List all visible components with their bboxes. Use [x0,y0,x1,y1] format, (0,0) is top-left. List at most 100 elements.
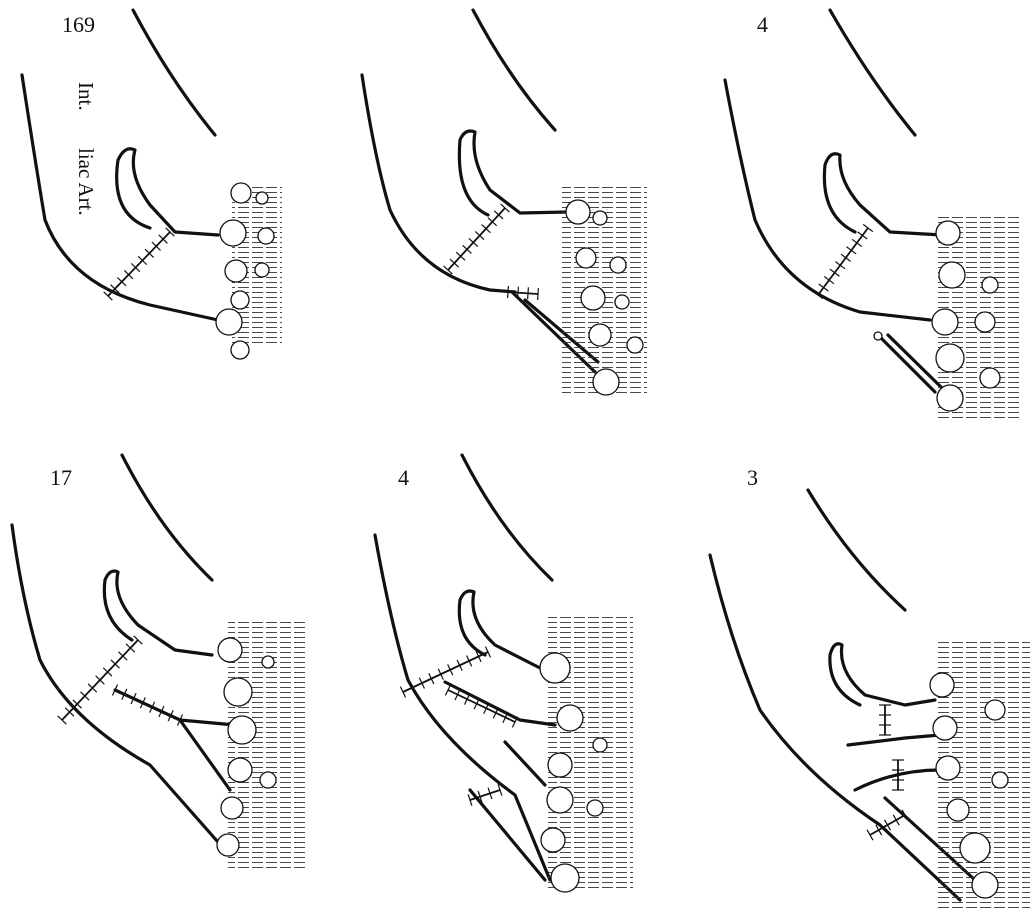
ligature-knot [874,332,882,340]
anastomosis-suture-stitch [841,254,851,261]
lymph-node [937,385,963,411]
lymph-node [992,772,1008,788]
lymph-node [939,262,965,288]
pelvic-wall-line [462,455,552,580]
pelvic-wall-line [133,10,215,135]
ligated-vessel [878,335,942,392]
lymph-node [589,324,611,346]
lymph-node [225,260,247,282]
lymph-node [936,756,960,780]
panel-5-sketch [375,455,633,892]
lymph-node [557,705,583,731]
branch-vessels [115,690,235,790]
lymph-node [548,753,572,777]
lymph-node [258,228,274,244]
lymph-node [593,211,607,225]
anastomosis-suture-stitch [852,239,862,246]
lymph-node [231,341,249,359]
anastomosis-suture-line [108,232,170,296]
anastomosis-suture-line [448,208,505,270]
lymph-node [231,291,249,309]
external-iliac-artery [710,555,960,900]
lymph-node [541,828,565,852]
suture-c-stitch [893,815,899,825]
lymph-node [615,295,629,309]
graft-suture-stitch [508,286,509,298]
anastomosis-suture-stitch [824,277,834,284]
lymph-node [975,312,995,332]
external-iliac-artery [375,535,550,880]
lymph-node [224,678,252,706]
lymph-node [566,200,590,224]
lymph-node [540,653,570,683]
panel-6-count: 3 [747,465,758,491]
lymph-node [217,834,239,856]
lymph-node [593,738,607,752]
lymph-node [576,248,596,268]
lymph-node [220,220,246,246]
lymph-node [980,368,1000,388]
internal-iliac-branch [824,154,942,235]
panel-2-sketch [362,10,647,395]
anastomosis-suture-line [818,228,868,295]
lymph-node [932,309,958,335]
lymph-node [593,369,619,395]
anastomosis-suture-stitch [858,232,868,239]
anastomosis-suture-line [403,652,488,692]
lymph-node [610,257,626,273]
lymph-node [985,700,1005,720]
pelvic-wall-line [808,490,905,610]
lymph-node [256,192,268,204]
lymph-node [218,638,242,662]
internal-iliac-branch [117,149,218,235]
lymph-node [228,716,256,744]
lymph-node [262,656,274,668]
anastomosis-suture-stitch [835,262,845,269]
anastomosis-suture-stitch [847,247,857,254]
lymph-node [551,864,579,892]
lymph-node [260,772,276,788]
graft-suture-stitch [518,287,519,299]
panel-1-count: 169 [62,12,95,38]
anastomosis-suture-stitch [863,224,873,231]
anastomosis-suture-stitch [819,284,829,291]
panel-1-label-int: Int. [73,82,98,111]
lymph-node [972,872,998,898]
lymph-node [947,799,969,821]
lymph-node [933,716,957,740]
external-iliac-artery [362,75,515,292]
pelvic-wall-line [473,10,555,130]
panel-5-count: 4 [398,465,409,491]
internal-iliac-branch [104,571,212,655]
panel-6-sketch [710,490,1030,910]
lymph-node [936,221,960,245]
lymph-node [547,787,573,813]
lymph-node [255,263,269,277]
pelvic-wall-line [122,455,212,580]
panel-1-label-iliac-art: liac Art. [73,148,98,216]
suture-c-stitch [867,830,873,840]
internal-iliac-branch [830,644,935,705]
lymph-node [231,183,251,203]
lymph-node [982,277,998,293]
lymph-node [581,286,605,310]
graft-suture-stitch [528,287,529,299]
pelvic-wall-line [830,10,915,135]
lymph-node [627,337,643,353]
panel-4-sketch [12,455,308,870]
lymph-node [216,309,242,335]
panel-3-sketch [725,10,1020,420]
lymph-node [930,673,954,697]
lymph-node [936,344,964,372]
panel-3-count: 4 [757,12,768,38]
lymph-node [221,797,243,819]
panel-4-count: 17 [50,465,72,491]
lymph-node [228,758,252,782]
panel-1-sketch [22,10,282,359]
lymph-node [960,833,990,863]
graft-suture-stitch [538,288,539,300]
lymph-node [587,800,603,816]
anastomosis-suture-stitch [830,269,840,276]
